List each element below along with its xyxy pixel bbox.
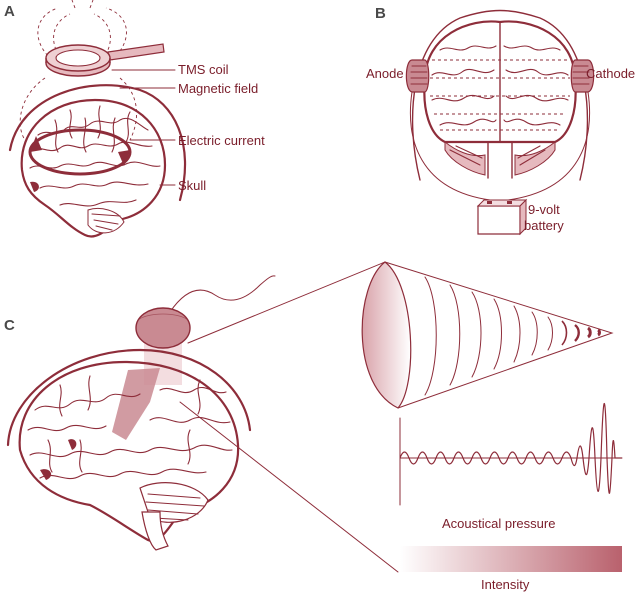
panel-c: C bbox=[4, 261, 623, 592]
battery bbox=[476, 198, 528, 236]
brain-c bbox=[18, 360, 240, 551]
tms-coil bbox=[45, 43, 165, 77]
panel-a-letter: A bbox=[4, 3, 15, 20]
projection-lines bbox=[179, 261, 399, 573]
panel-b: B bbox=[366, 5, 635, 236]
panel-c-letter: C bbox=[4, 317, 15, 334]
intensity-gradient-bar bbox=[400, 546, 622, 572]
anode-electrode bbox=[405, 59, 430, 93]
pressure-waveform bbox=[399, 403, 622, 494]
label-tms-coil: TMS coil bbox=[178, 62, 229, 77]
label-anode: Anode bbox=[366, 66, 404, 81]
label-skull: Skull bbox=[178, 178, 206, 193]
brain-b bbox=[423, 20, 577, 179]
panel-b-letter: B bbox=[375, 5, 386, 22]
label-acoustical-pressure: Acoustical pressure bbox=[442, 516, 555, 531]
label-battery-line1: 9-volt bbox=[528, 202, 560, 217]
ultrasound-transducer bbox=[135, 307, 191, 349]
transducer-cable bbox=[169, 275, 276, 313]
skull-outline bbox=[8, 84, 187, 202]
label-battery-line2: battery bbox=[524, 218, 564, 233]
ultrasound-cone bbox=[361, 261, 614, 409]
battery-wires bbox=[409, 91, 591, 207]
electric-current-arrow bbox=[28, 128, 132, 176]
head-outline bbox=[411, 9, 589, 181]
panel-a-leaders bbox=[111, 69, 176, 186]
panel-a: A bbox=[4, 0, 265, 238]
label-electric-current: Electric current bbox=[178, 133, 265, 148]
skull-outline-c bbox=[6, 348, 252, 447]
label-intensity: Intensity bbox=[481, 577, 530, 592]
acoustical-pressure-plot bbox=[399, 403, 623, 506]
label-cathode: Cathode bbox=[586, 66, 635, 81]
label-magnetic-field: Magnetic field bbox=[178, 81, 258, 96]
